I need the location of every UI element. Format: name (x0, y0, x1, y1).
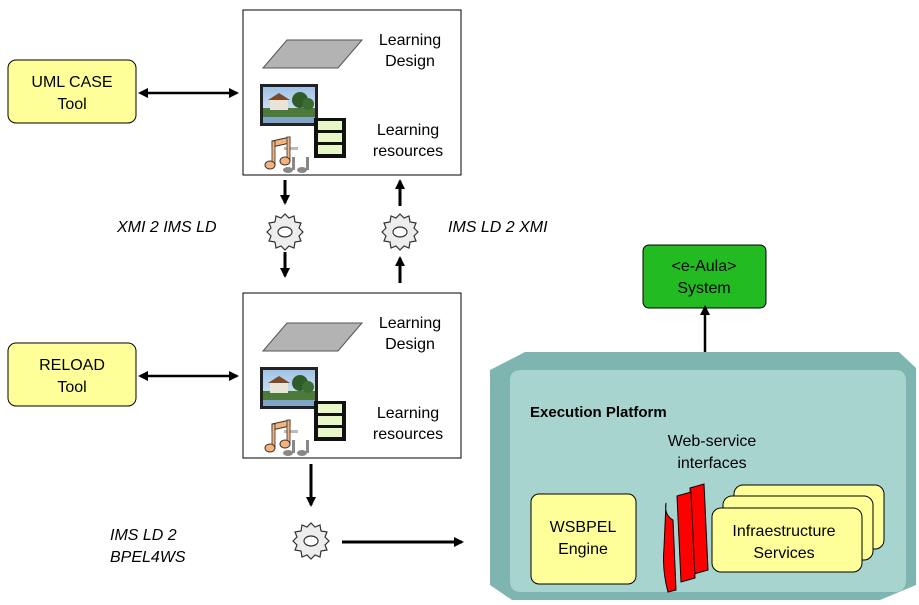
film-icon (314, 118, 346, 158)
infra-label-2: Services (753, 545, 814, 562)
infrastructure-services-stack: Infraestructure Services (711, 484, 885, 573)
top-resources-label-2: resources (373, 143, 443, 160)
ws-interfaces-label-1: Web-service (668, 433, 757, 450)
uml-case-tool-box: UML CASE Tool (7, 59, 137, 124)
xmi-to-ld-gear-icon (266, 213, 304, 251)
bottom-design-label-2: Design (385, 336, 435, 353)
infra-label-1: Infraestructure (732, 523, 835, 540)
web-service-interfaces-icon (663, 483, 709, 593)
photo-icon (260, 367, 318, 409)
ld-to-bpel-label-1: IMS LD 2 (110, 527, 177, 544)
film-icon (314, 401, 346, 441)
ld-to-bpel-label-2: BPEL4WS (110, 549, 186, 566)
xmi-to-ld-label: XMI 2 IMS LD (116, 219, 217, 236)
ws-interfaces-label-2: interfaces (677, 455, 746, 472)
eaula-label-1: <e-Aula> (672, 258, 737, 275)
uml-tool-label-2: Tool (57, 96, 86, 113)
engine-label-1: WSBPEL (550, 519, 617, 536)
bottom-resources-label-1: Learning (377, 405, 439, 422)
top-design-label-2: Design (385, 53, 435, 70)
execution-platform: Execution Platform Web-service interface… (490, 352, 916, 600)
reload-tool-label-2: Tool (57, 379, 86, 396)
platform-title: Execution Platform (530, 404, 667, 421)
top-resources-label-1: Learning (377, 122, 439, 139)
learning-package-top: Learning Design Learning resources (242, 9, 462, 176)
design-document-icon (261, 39, 364, 69)
ld-to-xmi-label: IMS LD 2 XMI (448, 219, 548, 236)
reload-tool-label-1: RELOAD (39, 357, 105, 374)
photo-icon (260, 84, 318, 126)
wsbpel-engine-box: WSBPEL Engine (530, 493, 637, 585)
bottom-resources-label-2: resources (373, 426, 443, 443)
uml-tool-label-1: UML CASE (31, 74, 112, 91)
design-document-icon (261, 322, 364, 352)
bottom-design-label-1: Learning (379, 315, 441, 332)
reload-tool-box: RELOAD Tool (7, 342, 137, 407)
eaula-system-box: <e-Aula> System (642, 244, 767, 309)
ld-to-xmi-gear-icon (381, 213, 419, 251)
learning-package-bottom: Learning Design Learning resources (242, 292, 462, 459)
top-design-label-1: Learning (379, 32, 441, 49)
eaula-label-2: System (677, 280, 730, 297)
engine-label-2: Engine (558, 541, 608, 558)
ld-to-bpel-gear-icon (292, 522, 330, 560)
